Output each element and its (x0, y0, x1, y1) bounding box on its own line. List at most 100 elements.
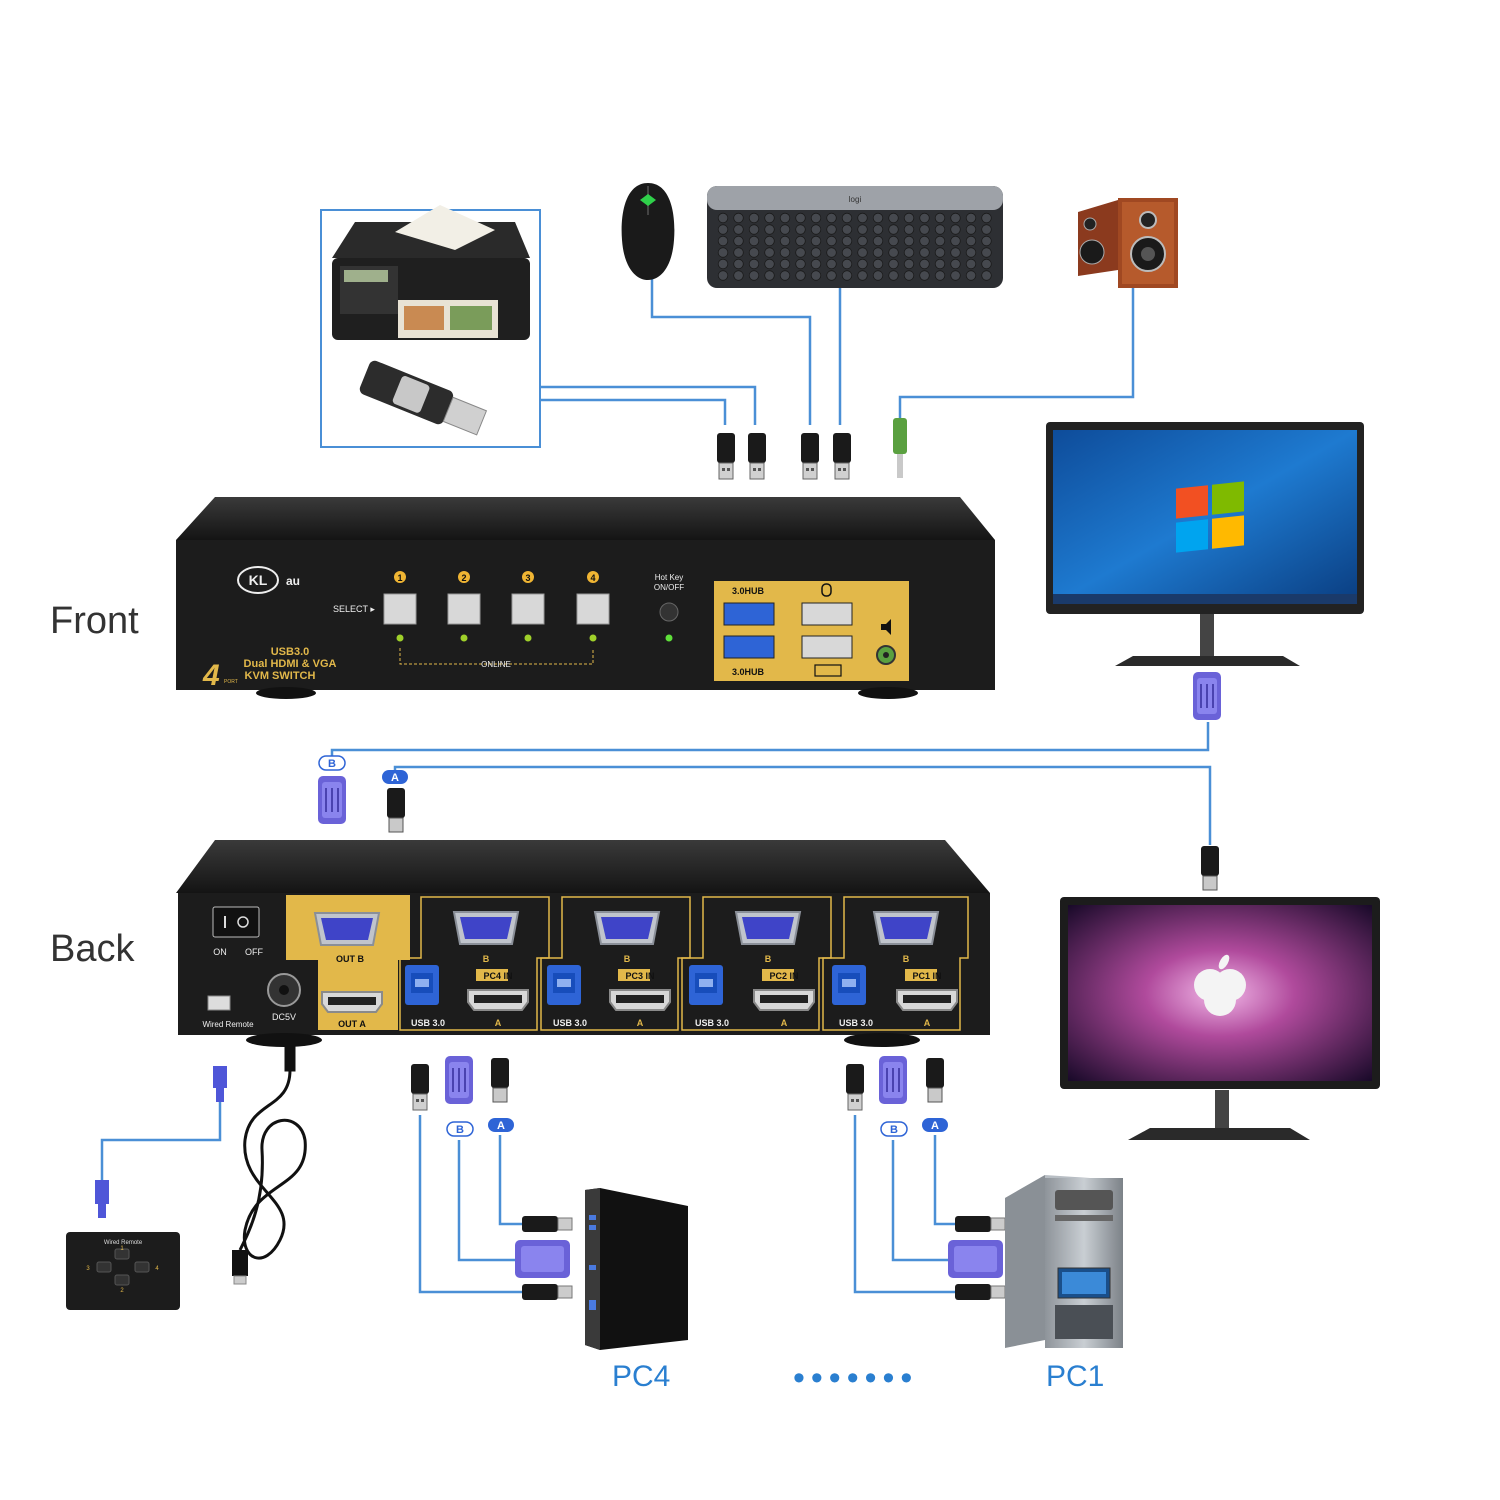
keyboard-key (950, 247, 961, 258)
remote-key-1[interactable]: 1 (120, 1246, 124, 1252)
keyboard-key (810, 270, 822, 281)
brand-logo: KL au (237, 566, 300, 594)
keyboard-key (795, 224, 806, 235)
usb3-port-bottom[interactable] (723, 635, 775, 659)
keyboard-key (872, 212, 884, 224)
remote-key-3[interactable]: 3 (86, 1266, 90, 1272)
keyboard-key (965, 224, 977, 235)
pc4-label: PC4 (612, 1360, 671, 1393)
model-port-word: PORT (224, 679, 238, 685)
select-button-1[interactable] (383, 593, 417, 625)
keyboard-key (903, 235, 915, 247)
keyboard-key (981, 212, 992, 224)
usb-plug-printer (716, 432, 736, 480)
keyboard-key (810, 212, 822, 224)
usb-mouse-port[interactable] (801, 602, 853, 626)
out-b-label: OUT B (336, 954, 364, 964)
power-switch[interactable] (212, 906, 260, 938)
keyboard-key (826, 247, 837, 258)
pc1-usb-port[interactable] (832, 965, 866, 1005)
keyboard-key (872, 258, 884, 270)
keyboard-key (903, 270, 915, 281)
port-number-4: 4 (590, 573, 595, 583)
remote-key-4[interactable]: 4 (155, 1266, 159, 1272)
port-4-group: 4 (576, 571, 610, 642)
keyboard-key (934, 212, 946, 224)
pc3-hdmi-port[interactable] (609, 989, 671, 1011)
keyboard-key (950, 212, 961, 224)
select-button-2[interactable] (447, 593, 481, 625)
pc1-hdmi-port[interactable] (896, 989, 958, 1011)
keyboard-key (903, 258, 915, 270)
pc3-vga-port[interactable] (594, 911, 660, 945)
hotkey-label: Hot Key (655, 573, 683, 582)
hotkey-button[interactable] (659, 602, 679, 622)
keyboard-key (888, 270, 899, 281)
wired-remote-port[interactable] (207, 995, 231, 1011)
select-button-4[interactable] (576, 593, 610, 625)
keyboard-key (779, 258, 791, 270)
keyboard-key (764, 247, 775, 258)
keyboard-key (779, 235, 791, 247)
remote-cable-plug (95, 1066, 227, 1218)
select-button-3[interactable] (511, 593, 545, 625)
pc2-hdmi-port[interactable] (753, 989, 815, 1011)
hdmi-out-a-port[interactable] (321, 991, 383, 1013)
keyboard-key (965, 258, 977, 270)
keyboard-key (841, 212, 853, 224)
pc1-usb-b-plug (845, 1063, 865, 1111)
hotkey-onoff-label: ON/OFF (654, 583, 684, 592)
pc4-vga-port[interactable] (453, 911, 519, 945)
usb-plug-drive (747, 432, 767, 480)
keyboard-key (748, 270, 760, 281)
online-led-4 (589, 634, 597, 642)
pc3-b-label: B (624, 954, 631, 964)
keyboard-key (826, 212, 837, 224)
pc4-usb-port[interactable] (405, 965, 439, 1005)
online-led-1 (396, 634, 404, 642)
output-panel: OUT B OUT A (286, 895, 410, 1030)
keyboard-key (950, 235, 961, 247)
cable-monitor2-hdmi (393, 765, 1212, 845)
keyboard-key (795, 212, 806, 224)
keyboard-key (733, 235, 744, 247)
pc2-in-label: PC2 IN (769, 971, 798, 981)
pc4-hdmi-port[interactable] (467, 989, 529, 1011)
keyboard-key (903, 247, 915, 258)
pc1-badge-b: B (880, 1121, 908, 1137)
keyboard-keys (717, 212, 992, 281)
keyboard-key (717, 224, 729, 235)
pc3-usb-label: USB 3.0 (553, 1018, 587, 1028)
keyboard-key (733, 224, 744, 235)
pc2-usb-port[interactable] (689, 965, 723, 1005)
usb-keyboard-port[interactable] (801, 635, 853, 659)
remote-key-2[interactable]: 2 (120, 1288, 124, 1294)
front-label: Front (50, 600, 139, 642)
keyboard-key (981, 224, 992, 235)
pc1-vga-port[interactable] (873, 911, 939, 945)
keyboard-key (872, 247, 884, 258)
front-hub-panel: 3.0HUB 3.0HUB (714, 581, 909, 681)
pc4-end-plugs (515, 1216, 573, 1300)
keyboard-key (919, 212, 930, 224)
ellipsis-dots: ••••••• (793, 1359, 919, 1397)
keyboard-key (934, 270, 946, 281)
model-line-3: KVM SWITCH (245, 670, 316, 682)
wired-remote-label: Wired Remote (202, 1020, 254, 1029)
keyboard-key (888, 212, 899, 224)
select-label: SELECT ▸ (333, 604, 375, 614)
port-1-group: 1 (383, 571, 417, 642)
pc3-in-label: PC3 IN (625, 971, 654, 981)
pc3-usb-port[interactable] (547, 965, 581, 1005)
pc2-vga-port[interactable] (735, 911, 801, 945)
pc1-end-plugs (948, 1216, 1006, 1300)
cable-pc4-usb (418, 1115, 522, 1294)
pc3-input-group: B PC3 IN USB 3.0 A (540, 896, 691, 1031)
vga-out-b-port[interactable] (314, 912, 380, 946)
mouse-port-icon (821, 583, 832, 597)
keyboard-port-icon (814, 664, 842, 677)
hub-top-label: 3.0HUB (732, 586, 765, 596)
usb3-port-top[interactable] (723, 602, 775, 626)
online-label: ONLINE (481, 660, 511, 669)
keyboard-key (872, 235, 884, 247)
